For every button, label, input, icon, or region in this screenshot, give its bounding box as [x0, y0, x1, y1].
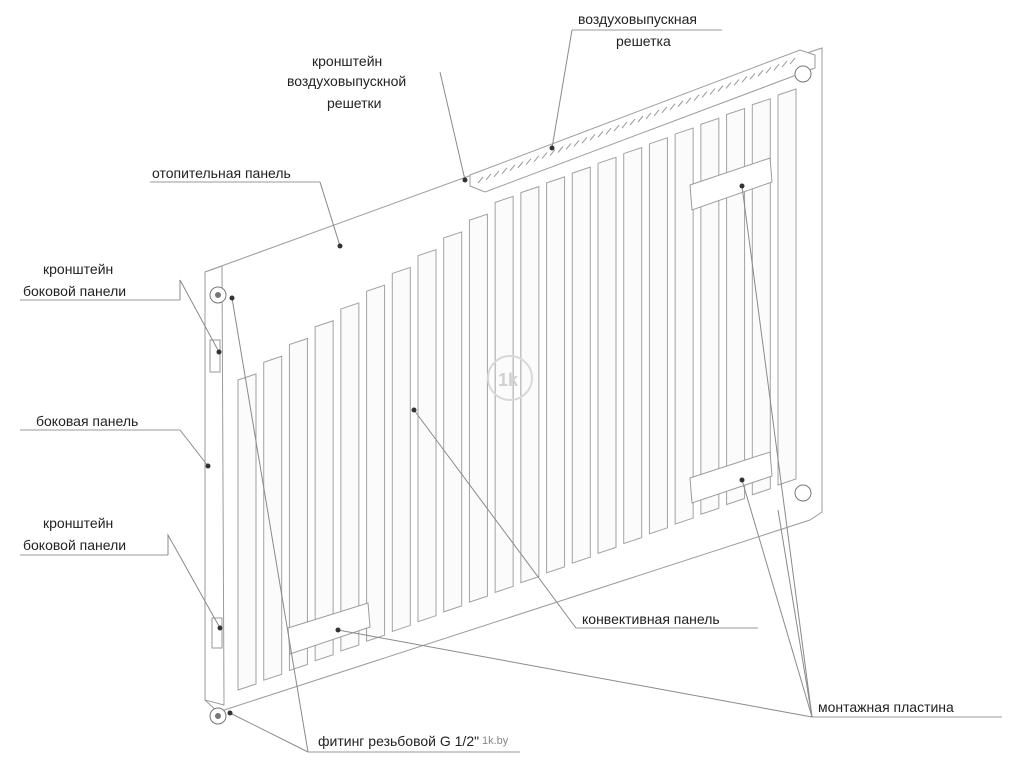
grille-slot — [757, 69, 764, 77]
fin — [546, 176, 566, 574]
grille-slot — [661, 106, 668, 114]
label-convection-panel: конвективная панель — [582, 611, 720, 627]
grille-slot — [693, 94, 700, 101]
grille-slot — [477, 176, 484, 184]
fin — [263, 355, 283, 681]
grille-slot — [549, 149, 556, 156]
fin — [751, 98, 771, 496]
grille-slot — [517, 161, 524, 169]
fitting-bottom-right — [794, 484, 812, 502]
fin — [391, 266, 411, 633]
fin — [700, 117, 720, 515]
side-panel — [204, 265, 225, 706]
label-side-bracket-bottom-line1: кронштейн — [43, 515, 113, 531]
fin — [571, 166, 591, 564]
grille-slot — [733, 79, 740, 86]
grille-slot — [565, 143, 572, 150]
leader-lines — [20, 29, 1002, 753]
radiator-drawing: 1k — [204, 47, 823, 725]
fin — [443, 231, 463, 613]
fin — [288, 337, 308, 672]
grille-slot — [509, 164, 516, 172]
grille-slot — [533, 155, 540, 162]
fin — [648, 137, 668, 535]
grille-slot — [557, 146, 564, 153]
grille-slot — [677, 100, 684, 108]
fitting-core-top-left — [215, 292, 221, 298]
mounting-plate-bottom — [689, 451, 773, 504]
grille-slot — [525, 158, 532, 166]
label-grille-line1: воздуховыпускная — [578, 11, 697, 27]
convection-fins — [237, 88, 797, 691]
grille-slot — [541, 152, 548, 159]
grille-slot — [645, 112, 652, 120]
watermark-logo — [487, 355, 533, 401]
fin — [674, 127, 694, 525]
grille-slot — [789, 57, 796, 65]
label-side-bracket-top-line1: кронштейн — [43, 261, 113, 277]
label-grille-line2: решетка — [616, 33, 671, 49]
fin — [726, 107, 746, 506]
fin — [237, 373, 257, 691]
fin — [777, 88, 797, 486]
watermark-site: 1k.by — [482, 735, 509, 747]
fin — [417, 248, 437, 623]
fin — [623, 146, 643, 545]
grille-slot — [621, 121, 628, 129]
grille-slot — [597, 130, 604, 138]
grille-slot — [581, 137, 588, 144]
mounting-plate-top — [689, 157, 773, 211]
fitting-core-bottom-left — [215, 713, 221, 719]
grille-slot — [605, 127, 612, 135]
grille-slot — [589, 133, 596, 141]
fin — [597, 156, 617, 555]
label-side-panel: боковая панель — [36, 413, 138, 429]
fin — [494, 195, 514, 594]
label-grille-bracket-line1: кронштейн — [312, 53, 382, 69]
grille-slot — [749, 72, 756, 80]
grille-slot — [485, 173, 492, 181]
label-side-bracket-bottom-line2: боковой панели — [23, 537, 126, 553]
grille-slot — [709, 88, 716, 95]
label-mounting-plate: монтажная пластина — [818, 699, 954, 715]
grille-slot — [653, 109, 660, 117]
grille-slot — [741, 76, 748, 83]
fin — [520, 185, 540, 584]
grille-slot — [669, 103, 676, 111]
grille-slot — [725, 82, 732, 89]
fin — [314, 320, 334, 662]
grille-slot — [781, 60, 788, 68]
grille-slot — [773, 63, 780, 71]
grille-slot — [613, 124, 620, 132]
grille-slot — [493, 170, 500, 178]
label-grille-bracket-line2: воздуховыпускной — [287, 73, 406, 89]
fin — [366, 284, 386, 642]
side-bracket-bottom — [211, 617, 223, 649]
grille-slot — [717, 85, 724, 92]
label-heating-panel: отопительная панель — [152, 165, 291, 181]
watermark-logo-text: 1k — [498, 370, 519, 390]
fin — [340, 302, 360, 652]
callout-labels: воздуховыпускная решетка кронштейн возду… — [23, 11, 954, 749]
grille-slot — [573, 140, 580, 147]
grille-slot — [701, 91, 708, 98]
side-bracket-top — [209, 339, 221, 373]
label-grille-bracket-line3: решетки — [327, 95, 381, 111]
grille-slot — [685, 97, 692, 105]
grille-slot — [501, 167, 508, 175]
fin — [468, 213, 488, 603]
grille-slot — [629, 118, 636, 126]
label-fitting: фитинг резьбовой G 1/2" — [318, 733, 479, 749]
fitting-top-right — [794, 65, 812, 83]
grille-slot — [765, 66, 772, 74]
grille-slots — [477, 57, 796, 184]
label-side-bracket-top-line2: боковой панели — [23, 283, 126, 299]
mounting-plate-left — [287, 602, 371, 655]
grille-slot — [637, 115, 644, 123]
